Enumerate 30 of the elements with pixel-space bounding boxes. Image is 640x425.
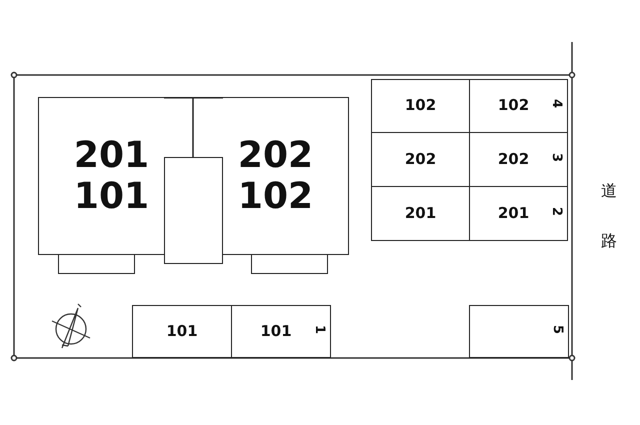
unit-number: 102	[498, 97, 530, 115]
road-label: 道路	[599, 170, 619, 270]
unit-number: 202	[498, 150, 530, 168]
unit-number: 201	[74, 134, 150, 176]
unit-number: 201	[404, 204, 436, 222]
parking-space	[469, 305, 569, 358]
building-outline	[38, 97, 164, 255]
unit-number: 102	[238, 176, 314, 218]
unit-number: 202	[404, 150, 436, 168]
balcony-box	[58, 254, 135, 274]
space-number: 2	[549, 206, 564, 216]
unit-number: 201	[498, 204, 530, 222]
unit-number: 102	[404, 97, 436, 115]
balcony-box	[251, 254, 328, 274]
unit-number: 101	[166, 322, 198, 340]
parking-space	[371, 186, 470, 241]
parking-space	[469, 186, 568, 241]
parking-space	[371, 79, 470, 133]
building-outline	[223, 97, 349, 255]
space-number: 4	[549, 99, 564, 108]
parking-space	[231, 305, 331, 358]
parking-space	[132, 305, 232, 358]
space-number: 1	[312, 324, 327, 334]
unit-number: 202	[238, 134, 314, 176]
space-number: 3	[549, 152, 564, 162]
space-number: 5	[550, 324, 565, 334]
unit-number: 101	[74, 176, 150, 218]
stair-box	[164, 157, 223, 264]
parking-space	[469, 79, 568, 133]
unit-number: 101	[260, 322, 292, 340]
